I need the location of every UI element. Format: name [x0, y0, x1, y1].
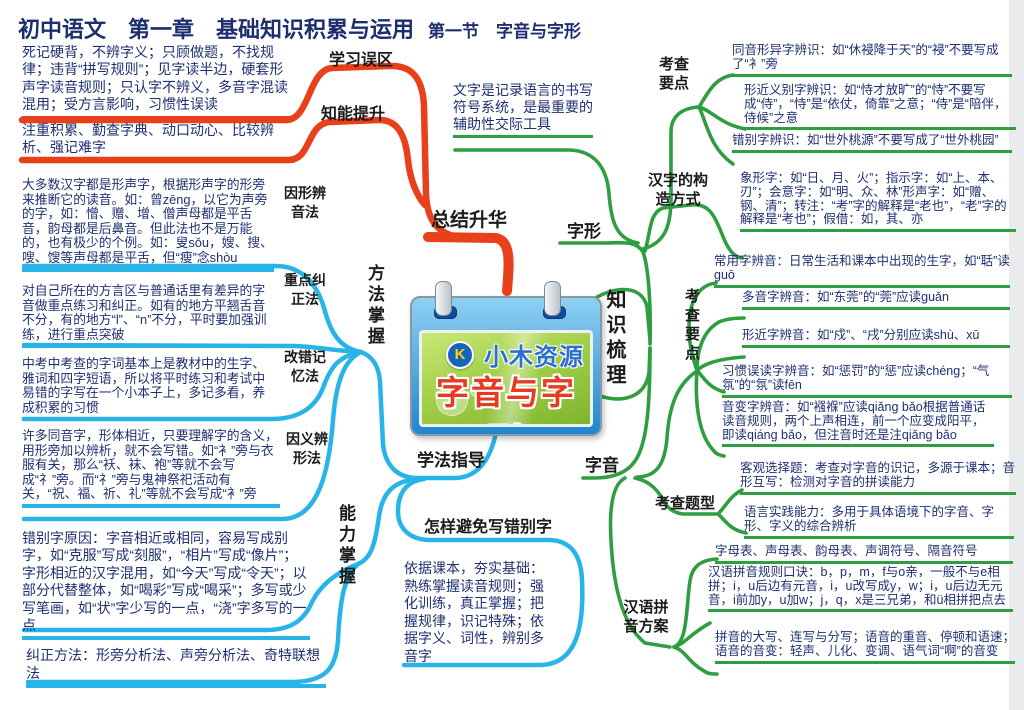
ability-correction-text: 纠正方法：形旁分析法、声旁分析法、奇特联想法 [26, 646, 326, 688]
zx-kaocha-item-1: 同音形异字辨识：如“休祲降于天”的“祲”不要写成了“衤”旁 [732, 43, 1012, 77]
connector-zy-item2 [695, 316, 746, 372]
connector-method-4 [21, 349, 364, 522]
node-method-error-memory[interactable]: 改错记忆法 [284, 349, 326, 384]
node-zixing[interactable]: 字形 [567, 222, 601, 241]
node-knowledge-hub[interactable]: 知识梳理 [603, 289, 625, 389]
connector-zixing-intro [453, 148, 640, 245]
connector-summary-trunk [423, 232, 514, 296]
center-topic-logo[interactable]: K 小木资源 字音与字形 [410, 296, 602, 436]
method-shape-sound-text: 大多数汉字都是形声字，根据形声字的形旁来推断它的读音。如：曾zēng，以它为声旁… [22, 177, 274, 272]
connector-ability-2 [25, 561, 361, 685]
node-ziyin[interactable]: 字音 [585, 456, 619, 475]
zy-kaocha-item-3: 形近字辨音：如“戍”、“戌”分别应读shù、xū [742, 328, 1010, 348]
zy-kaocha-item-5: 音变字辨音：如“襁褓”应读qiǎng bǎo根据普通话读音规则，两个上声相连，前… [722, 400, 994, 448]
node-studyguide-hub[interactable]: 学法指导 [417, 451, 485, 470]
py-item-2: 汉语拼音规则口诀：b，p，m，f与o亲，一般不与e相拼；i，u后边有元音，i，u… [708, 565, 1013, 613]
node-method-hub[interactable]: 方法掌握 [365, 264, 384, 348]
brand-name: 小木资源 [484, 344, 584, 371]
zy-tixing-item-1: 客观选择题：考查对字音的识记，多源于课本；音形互写：检测对字音的拼读能力 [740, 461, 1016, 495]
node-ziyin-kaocha[interactable]: 考查要点 [683, 288, 700, 364]
connector-ziyin-kaocha-rise [635, 369, 699, 479]
connector-pinyin [608, 476, 672, 649]
connector-studyguide-trunk [358, 349, 498, 481]
node-method-key-correct[interactable]: 重点纠正法 [284, 272, 326, 307]
page-title: 初中语文 第一章 基础知识积累与运用第一节 字音与字形 [18, 12, 581, 44]
connector-method-2 [21, 342, 364, 355]
node-avoid-typos[interactable]: 怎样避免写错别字 [424, 519, 553, 536]
chapter-title: 初中语文 第一章 基础知识积累与运用 [18, 17, 415, 42]
connector-zy-item4 [695, 368, 726, 394]
connector-py-item1 [672, 557, 719, 649]
avoid-typos-text: 依据课本，夯实基础：熟练掌握读音规则；强化训练，真正掌握；把握规律，识记特殊；依… [404, 560, 544, 664]
connector-avoid [395, 476, 585, 668]
method-meaning-shape-text: 许多同音字，形体相近，只要理解字的含义，用形旁加以辨析，就不会写错。如“衤”旁与… [22, 428, 280, 508]
zx-kaocha-item-3: 错别字辨识：如“世外桃源”不要写成了“世外桃园” [732, 133, 1012, 153]
section-title: 第一节 字音与字形 [428, 22, 582, 41]
connector-zx-item1 [697, 73, 735, 109]
connector-tixing [633, 476, 718, 516]
node-ability-hub[interactable]: 能力掌握 [336, 504, 355, 588]
logo-body: K 小木资源 字音与字形 [419, 330, 593, 427]
bubble-icon-small [470, 382, 486, 398]
connector-zy-item3 [695, 355, 746, 372]
connector-zixing [558, 240, 653, 346]
connector-ziyin [581, 346, 652, 480]
topic-title: 字音与字形 [436, 374, 576, 424]
improvement-text: 注重积累、勤查字典、动口动心、比较辨析、强记难字 [22, 122, 294, 163]
zy-kaocha-item-4: 习惯误读字辨音：如“惩罚”的“惩”应读chéng；“气氛”的“氛”读fēn [722, 364, 1012, 398]
node-misconception[interactable]: 学习误区 [329, 52, 394, 69]
connector-py-item2 [672, 621, 712, 649]
brand-badge-icon: K [446, 341, 474, 369]
node-method-shape-sound[interactable]: 因形辨音法 [284, 185, 326, 220]
py-item-3: 拼音的大写、连写与分写；语音的重音、停顿和语速；语音的音变：轻声、儿化、变调、语… [715, 630, 1015, 664]
calendar-clip-left [435, 281, 452, 316]
bubble-icon [436, 384, 468, 416]
connector-tx-item2 [716, 512, 748, 535]
zy-kaocha-item-1: 常用字辨音：日常生活和课本中出现的生字，如“聒”读guō [714, 254, 1010, 288]
zx-kaocha-item-2: 形近义别字辨识：如“恃才放旷”的“恃”不要写成“侍”，“恃”是“依仗，倚靠”之意… [744, 83, 1016, 131]
node-method-meaning-shape[interactable]: 因义辨形法 [286, 431, 328, 466]
node-zixing-kaocha[interactable]: 考查要点 [658, 56, 689, 92]
calendar-clip-right [544, 281, 561, 316]
connector-knowledge-loop-top [590, 287, 652, 342]
connector-zy-item5 [694, 368, 726, 458]
zixing-intro-text: 文字是记录语言的书写符号系统，是最重要的辅助性交际工具 [453, 82, 593, 138]
node-improvement[interactable]: 知能提升 [321, 106, 386, 123]
connector-method-3 [21, 349, 364, 422]
connector-zx-item3 [697, 105, 735, 166]
connector-zx-item2 [697, 105, 747, 131]
connector-py-item3 [672, 645, 719, 676]
connector-gouzao [643, 202, 744, 260]
node-summary-hub[interactable]: 总结升华 [431, 210, 508, 231]
method-key-correct-text: 对自己所在的方言区与普通话里有差异的字音做重点练习和纠正。如有的地方平翘舌音不分… [22, 283, 274, 349]
node-ziyin-tixing[interactable]: 考查题型 [655, 495, 716, 512]
connector-improvement [18, 116, 429, 209]
connector-tx-item1 [716, 488, 744, 516]
gouzao-text: 象形字：如“日、月、火”；指示字：如“上、本、刃”；会意字：如“明、众、林”形声… [740, 171, 1016, 233]
misconception-text: 死记硬背，不辨字义；只顾做题，不找规律；违背“拼写规则”；见字读半边，硬套形声字… [22, 44, 294, 120]
ability-error-causes-text: 错别字原因：字音相近或相同，容易写成别字，如“克服”写成“刻服”，“相片”写成“… [22, 530, 310, 641]
connector-misconception [18, 62, 466, 241]
zy-tixing-item-2: 语言实践能力：多用于具体语境下的字音、字形、字义的综合辨析 [744, 505, 1014, 539]
method-error-memory-text: 中考中考查的字词基本上是教材中的生字、雅词和四字短语，所以将平时练习和考试中易错… [22, 356, 274, 422]
connector-zixing-kaocha-rise [641, 105, 701, 251]
connector-method-1 [21, 263, 364, 355]
py-item-1: 字母表、声母表、韵母表、声调符号、隔音符号 [715, 544, 1013, 564]
page-edge [1009, 0, 1024, 710]
connector-zy-item1 [687, 281, 718, 372]
node-pinyin[interactable]: 汉语拼音方案 [623, 599, 669, 635]
zy-kaocha-item-2: 多音字辨音：如“东莞”的“莞”应读guǎn [742, 290, 1010, 310]
node-gouzao[interactable]: 汉字的构造方式 [647, 172, 708, 208]
